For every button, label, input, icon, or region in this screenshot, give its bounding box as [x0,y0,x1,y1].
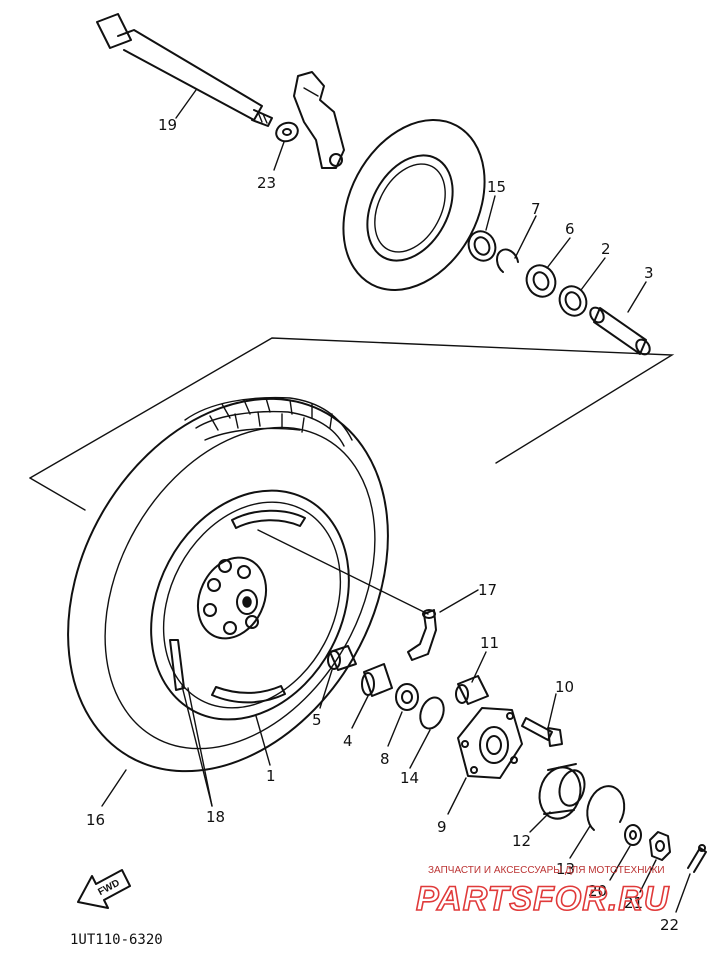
callout-6: 6 [565,220,575,238]
spacer-4 [361,663,393,697]
circlip-7 [496,248,519,273]
callout-7: 7 [531,200,541,218]
diagram-code: 1UT110-6320 [70,932,163,948]
oil-seal-15 [467,230,497,262]
callout-13: 13 [556,860,575,878]
axle-washer [275,121,299,143]
callout-9: 9 [437,818,447,836]
collar-5 [327,645,357,671]
callout-11: 11 [480,634,499,652]
collar-3 [589,306,651,356]
bolt-10 [521,717,563,747]
gear-12 [538,763,586,820]
callout-12: 12 [512,832,531,850]
clutch-hub-9 [457,707,523,779]
bearing-6 [525,264,557,298]
callout-19: 19 [158,116,177,134]
forward-arrow: FWD [77,869,131,909]
callout-10: 10 [555,678,574,696]
caliper-bracket [293,71,345,169]
callout-21: 21 [624,894,643,912]
callout-18: 18 [206,808,225,826]
callout-23: 23 [257,174,276,192]
callout-3: 3 [644,264,654,282]
watermark: ЗАПЧАСТИ И АКСЕССУАРЫ ДЛЯ МОТОТЕХНИКИ PA… [415,865,670,919]
cotter-pin-22 [687,844,707,873]
washer-20 [624,824,642,846]
bearing-8 [395,683,419,711]
bearing-11 [455,675,489,705]
callout-8: 8 [380,750,390,768]
callout-labels: 19 23 15 7 6 2 3 17 11 10 5 4 8 14 1 16 … [86,116,679,934]
callout-5: 5 [312,711,322,729]
circlip-13 [586,785,626,831]
watermark-logo: PARTSFOR.RU [416,880,670,918]
wheel-tyre [67,396,389,773]
air-valve [407,609,437,661]
assembly-frame [29,337,675,511]
callout-17: 17 [478,581,497,599]
callout-14: 14 [400,769,419,787]
leader-lines [101,89,691,913]
seal-2 [558,285,588,317]
callout-20: 20 [588,882,607,900]
o-ring-14 [419,696,445,730]
axle [96,13,273,127]
callout-16: 16 [86,811,105,829]
callout-1: 1 [266,767,276,785]
watermark-tagline: ЗАПЧАСТИ И АКСЕССУАРЫ ДЛЯ МОТОТЕХНИКИ [428,865,665,876]
brake-disc [342,119,486,291]
callout-22: 22 [660,916,679,934]
callout-4: 4 [343,732,353,750]
callout-2: 2 [601,240,611,258]
callout-15: 15 [487,178,506,196]
nut-21 [649,831,671,861]
